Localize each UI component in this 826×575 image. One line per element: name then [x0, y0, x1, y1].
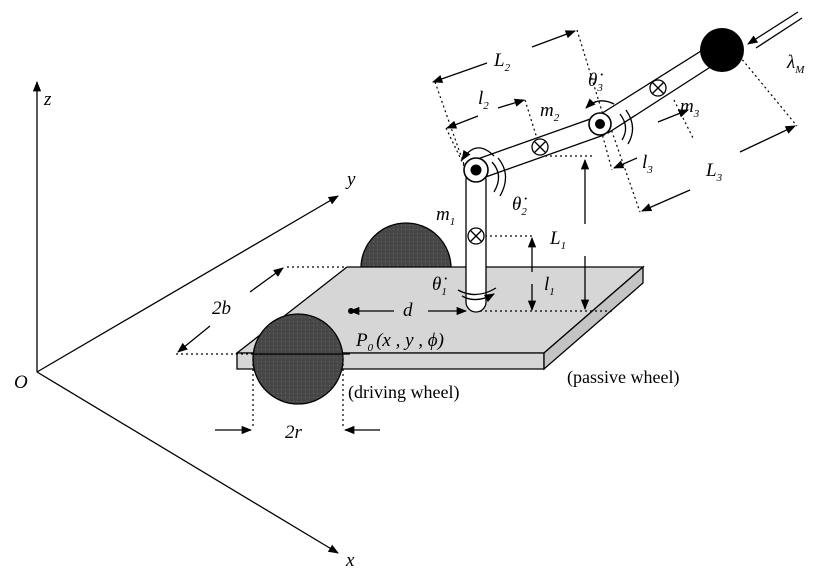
theta3-arc-inner [625, 109, 634, 145]
mass-center-m1 [467, 227, 485, 245]
force-arrow-parallel [755, 17, 803, 49]
z-axis-label: z [43, 89, 52, 110]
theta3-arrow [585, 98, 615, 109]
dim-L2-arrow-b [531, 30, 576, 48]
guide-l3-right [673, 99, 694, 139]
dim-l3-arrow-a [613, 157, 638, 169]
origin-label: O [14, 372, 28, 393]
label-lambda-M: λM [786, 52, 805, 76]
theta1-arc [461, 293, 495, 303]
dim-l2-arrow-a [446, 115, 479, 129]
driving-wheel-disc [252, 313, 344, 405]
x-axis-label: x [345, 550, 355, 570]
label-2b: 2b [212, 298, 231, 319]
theta1-arc-inner [457, 287, 497, 296]
mass-center-m2 [531, 138, 549, 156]
dimension-arrows [177, 30, 796, 435]
dim-2b-arrow-b [249, 267, 284, 293]
platform-side-face [543, 265, 644, 371]
label-d: d [403, 300, 413, 321]
manipulator-arm [463, 28, 744, 313]
x-axis [36, 371, 339, 554]
guide-L3-left [609, 125, 641, 213]
theta2-arrow [461, 147, 495, 161]
guide-l2-left [445, 127, 467, 171]
dim-l2-arrow-b [497, 98, 525, 109]
theta2-arc-inner [497, 157, 507, 197]
label-l1: l1 [544, 274, 555, 298]
labels: L2 l2 m2 θ̇3 m3 λM l3 L3 θ̇2 L1 m1 θ̇1 l… [212, 50, 805, 443]
guide-L2-right [576, 29, 605, 119]
label-m2: m2 [540, 100, 560, 124]
label-2r: 2r [285, 422, 303, 443]
label-P0: P0(x , y , ϕ) [355, 330, 444, 354]
dim-2b-arrow-a [177, 325, 211, 353]
force-arrow [747, 11, 799, 45]
rear-driving-wheel [360, 222, 452, 269]
coordinate-axes: z y x O [14, 80, 356, 571]
dim-l3-arrow-b [657, 109, 689, 123]
external-force [747, 11, 803, 49]
joint-3-center [595, 119, 605, 129]
y-axis [36, 195, 339, 373]
payload-mass [700, 28, 744, 72]
rotation-indicators [457, 98, 634, 303]
label-L1: L1 [549, 228, 566, 252]
label-L3: L3 [705, 160, 723, 184]
mass-center-m3 [649, 79, 667, 97]
dim-L2-arrow-a [432, 62, 488, 83]
label-L2: L2 [493, 50, 511, 74]
dim-L3-arrow-a [641, 189, 691, 212]
label-theta2: θ̇2 [512, 194, 527, 218]
y-axis-label: y [345, 169, 356, 190]
label-passive-wheel: (passive wheel) [567, 367, 679, 388]
theta2-arc [491, 161, 500, 193]
label-theta3: θ̇3 [588, 70, 603, 94]
label-m1: m1 [436, 204, 455, 228]
dim-L3-arrow-b [739, 125, 796, 153]
p0-point [348, 308, 354, 314]
label-driving-wheel: (driving wheel) [348, 382, 459, 403]
guide-L3-right [735, 51, 798, 127]
label-l2: l2 [478, 88, 489, 112]
label-m3: m3 [680, 96, 700, 120]
theta3-arc [619, 113, 627, 141]
label-l3: l3 [642, 152, 653, 176]
joint-2-center [470, 164, 482, 176]
